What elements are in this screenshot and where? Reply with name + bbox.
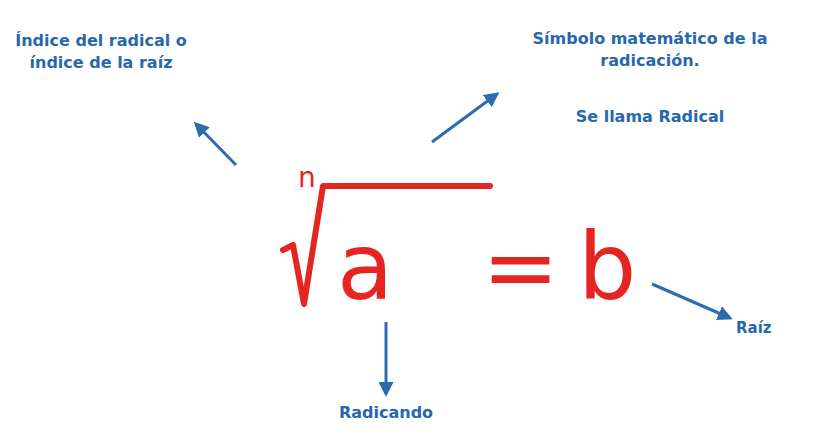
radicand-letter: a <box>337 222 393 314</box>
symbol-label: Símbolo matemático de la radicación. <box>505 28 795 71</box>
index-letter: n <box>298 164 316 192</box>
root-letter: b <box>578 222 636 314</box>
index-label: Índice del radical o índice de la raíz <box>6 30 196 73</box>
root-label: Raíz <box>736 318 816 338</box>
equals-sign: = <box>482 222 559 314</box>
symbol-name-label: Se llama Radical <box>555 106 745 128</box>
leader-arrow <box>196 124 236 165</box>
leader-arrow <box>385 322 388 394</box>
radicand-label: Radicando <box>306 402 466 424</box>
leader-arrow <box>432 94 497 142</box>
leader-arrow <box>652 284 730 318</box>
